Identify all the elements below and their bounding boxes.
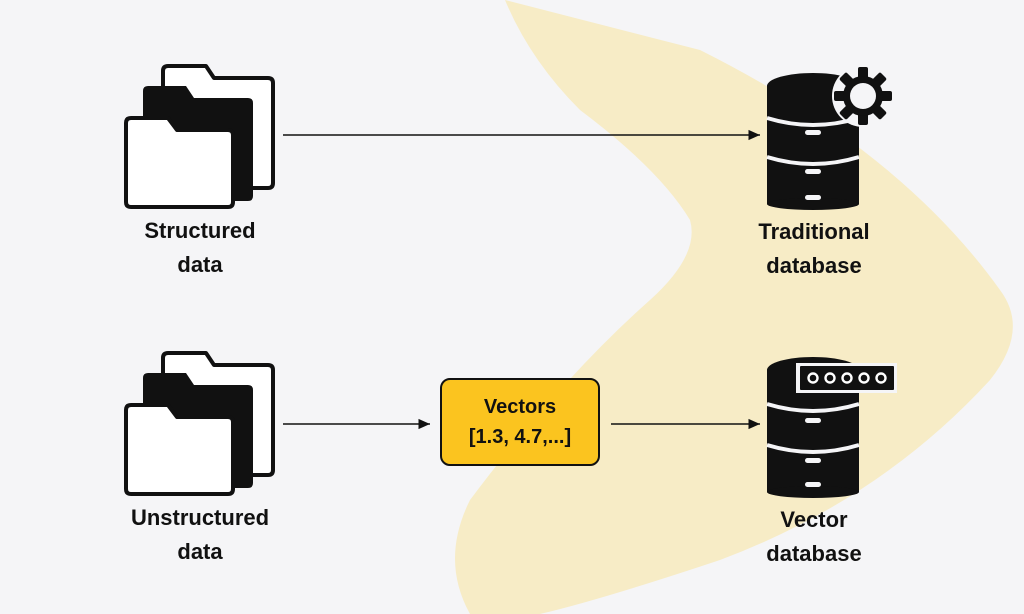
folders-icon [124,351,275,496]
password-field-icon [796,363,897,393]
vector-database-label-line1: Vector [780,507,848,532]
unstructured-data-label-line1: Unstructured [130,505,270,530]
structured-data-label-line1: Structured [144,218,256,243]
traditional-database-label: Traditional database [724,215,904,283]
database-password-icon [766,357,897,498]
database-gear-icon [766,65,894,210]
vectors-values: [1.3, 4.7,...] [468,426,572,448]
unstructured-data-label-line2: data [177,539,223,564]
vectors-box: Vectors [1.3, 4.7,...] [440,378,600,466]
traditional-database-label-line2: database [766,253,862,278]
vectors-title: Vectors [483,396,557,418]
folders-icon [124,64,275,209]
vector-database-label: Vector database [724,503,904,571]
vector-database-label-line2: database [766,541,862,566]
structured-data-label: Structured data [110,214,290,282]
structured-data-label-line2: data [177,252,223,277]
gear-icon [832,65,894,127]
traditional-database-label-line1: Traditional [758,219,870,244]
unstructured-data-label: Unstructured data [110,501,290,569]
